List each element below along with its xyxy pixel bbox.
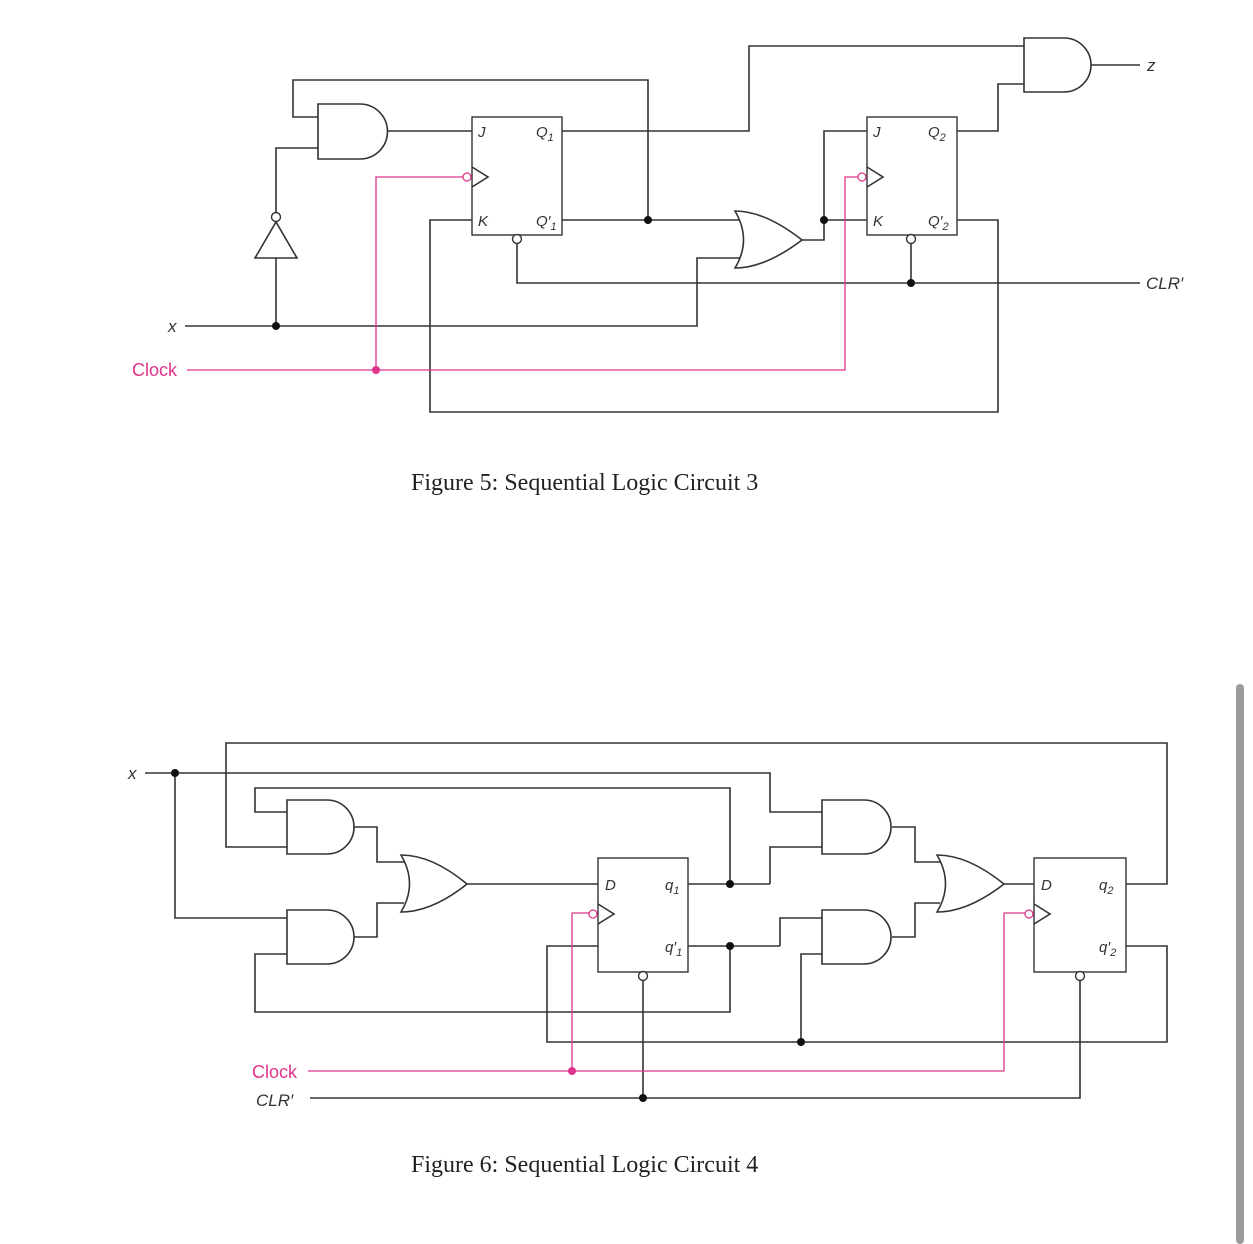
fig6-clock-wires bbox=[308, 912, 1028, 1072]
fig6-junction-clr bbox=[639, 1094, 647, 1102]
fig6-clr-label: CLR′ bbox=[256, 1091, 294, 1110]
fig6-junction-clock bbox=[568, 1067, 576, 1075]
svg-text:q2: q2 bbox=[1099, 877, 1113, 897]
fig5-jk-flipflop-1: J K Q1 Q′1 bbox=[462, 116, 563, 245]
fig6-clock-label: Clock bbox=[252, 1062, 298, 1082]
fig5-ff1-q-label: Q bbox=[536, 124, 548, 141]
fig5-clock-wires bbox=[187, 176, 862, 371]
fig5-jk-flipflop-2: J K Q2 Q′2 bbox=[857, 116, 958, 245]
fig5-and-gate-output bbox=[1023, 37, 1092, 93]
scrollbar[interactable] bbox=[1236, 684, 1244, 1244]
figure-5: J K Q1 Q′1 J K Q2 Q′2 x Clock CLR′ z Fig… bbox=[132, 37, 1184, 496]
fig6-ff1-qn-label: q′ bbox=[665, 939, 677, 956]
fig5-junction-x bbox=[272, 322, 280, 330]
fig6-ff2-qn-sub: 2 bbox=[1109, 947, 1116, 959]
fig5-not-gate bbox=[253, 211, 299, 259]
fig6-ff1-d-label: D bbox=[605, 877, 616, 894]
svg-text:Q1: Q1 bbox=[536, 124, 554, 144]
svg-text:Q′2: Q′2 bbox=[928, 213, 949, 233]
fig5-ff2-qn-label: Q′ bbox=[928, 213, 944, 230]
fig5-clr-label: CLR′ bbox=[1146, 274, 1184, 293]
fig5-ff2-k-label: K bbox=[873, 213, 884, 230]
fig5-ff2-j-label: J bbox=[872, 124, 881, 141]
fig6-ff2-qn-label: q′ bbox=[1099, 939, 1111, 956]
fig5-clock-label: Clock bbox=[132, 360, 178, 380]
fig6-and-gate-3 bbox=[821, 799, 892, 855]
fig6-junction-q1 bbox=[726, 880, 734, 888]
fig6-or-gate-2 bbox=[935, 854, 1006, 913]
fig5-ff1-k-label: K bbox=[478, 213, 489, 230]
fig6-x-label: x bbox=[127, 764, 137, 783]
fig5-ff1-qn-sub: 1 bbox=[550, 221, 556, 233]
fig6-junction-x bbox=[171, 769, 179, 777]
fig5-junction-clr bbox=[907, 279, 915, 287]
fig6-wires bbox=[145, 742, 1168, 1099]
svg-text:Q2: Q2 bbox=[928, 124, 946, 144]
fig6-ff2-q-sub: 2 bbox=[1106, 885, 1113, 897]
fig6-ff2-d-label: D bbox=[1041, 877, 1052, 894]
fig6-caption: Figure 6: Sequential Logic Circuit 4 bbox=[411, 1152, 758, 1178]
fig6-ff1-q-label: q bbox=[665, 877, 674, 894]
figure-6: D q1 q′1 D q2 q′2 x Clock CLR′ Figure 6:… bbox=[127, 742, 1168, 1178]
fig6-and-gate-1 bbox=[286, 799, 355, 855]
fig6-d-flipflop-2: D q2 q′2 bbox=[1024, 857, 1127, 982]
fig5-or-gate bbox=[733, 210, 804, 269]
fig5-x-label: x bbox=[167, 317, 177, 336]
fig6-junction-q2n bbox=[797, 1038, 805, 1046]
fig6-and-gate-2 bbox=[286, 909, 355, 965]
fig5-caption: Figure 5: Sequential Logic Circuit 3 bbox=[411, 470, 758, 496]
fig6-d-flipflop-1: D q1 q′1 bbox=[588, 857, 689, 982]
fig6-and-gate-4 bbox=[821, 909, 892, 965]
fig5-junction-or bbox=[820, 216, 828, 224]
fig5-ff2-qn-sub: 2 bbox=[941, 221, 948, 233]
svg-text:q′2: q′2 bbox=[1099, 939, 1116, 959]
fig5-ff1-j-label: J bbox=[477, 124, 486, 141]
fig6-junction-q1n bbox=[726, 942, 734, 950]
fig6-ff1-qn-sub: 1 bbox=[676, 947, 682, 959]
fig5-ff2-q-label: Q bbox=[928, 124, 940, 141]
fig6-or-gate-1 bbox=[399, 854, 469, 913]
fig5-ff2-q-sub: 2 bbox=[939, 132, 946, 144]
fig5-ff1-qn-label: Q′ bbox=[536, 213, 552, 230]
fig5-and-gate-1 bbox=[317, 103, 389, 160]
fig5-ff1-q-sub: 1 bbox=[548, 132, 554, 144]
fig6-ff2-q-label: q bbox=[1099, 877, 1108, 894]
fig6-ff1-q-sub: 1 bbox=[673, 885, 679, 897]
svg-text:Q′1: Q′1 bbox=[536, 213, 557, 233]
fig5-junction-clock bbox=[372, 366, 380, 374]
fig5-z-label: z bbox=[1146, 56, 1156, 75]
fig5-junction-q1n bbox=[644, 216, 652, 224]
svg-text:q1: q1 bbox=[665, 877, 679, 897]
svg-text:q′1: q′1 bbox=[665, 939, 682, 959]
fig5-wires bbox=[185, 45, 1140, 413]
